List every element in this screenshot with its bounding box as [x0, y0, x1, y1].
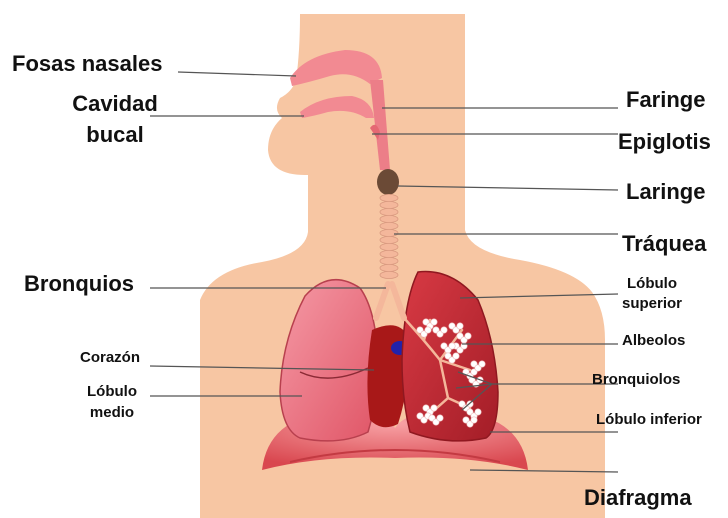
alveolus	[431, 319, 437, 325]
trachea-ring	[380, 236, 398, 243]
label-bronquiolos: Bronquiolos	[592, 372, 680, 389]
label-faringe: Faringe	[626, 88, 705, 113]
label-lobulo-superior-1: Lóbulo	[612, 276, 692, 293]
label-corazon: Corazón	[80, 350, 140, 367]
trachea-ring	[380, 222, 398, 229]
alveolus	[425, 327, 431, 333]
alveolus	[441, 327, 447, 333]
label-laringe: Laringe	[626, 180, 705, 205]
label-lobulo-inferior: Lóbulo inferior	[596, 412, 702, 429]
alveolus	[453, 353, 459, 359]
trachea-ring	[380, 257, 398, 264]
trachea-ring	[380, 250, 398, 257]
label-fosas-nasales: Fosas nasales	[12, 52, 162, 77]
label-lobulo-medio-1: Lóbulo	[84, 384, 140, 401]
trachea-ring	[380, 229, 398, 236]
label-lobulo-superior-2: superior	[612, 296, 692, 313]
trachea-ring	[380, 264, 398, 271]
trachea-ring	[380, 194, 398, 201]
trachea-ring	[380, 208, 398, 215]
trachea-ring	[380, 201, 398, 208]
alveolus	[471, 417, 477, 423]
alveolus	[475, 409, 481, 415]
alveolus	[465, 333, 471, 339]
trachea-ring	[380, 271, 398, 278]
alveolus	[437, 415, 443, 421]
alveolus	[479, 361, 485, 367]
label-cavidad: Cavidad	[68, 92, 162, 117]
label-diafragma: Diafragma	[584, 486, 692, 511]
larynx	[377, 169, 399, 195]
label-bronquios: Bronquios	[24, 272, 134, 297]
alveolus	[431, 405, 437, 411]
label-traquea: Tráquea	[622, 232, 706, 257]
trachea-ring	[380, 243, 398, 250]
trachea-ring	[380, 215, 398, 222]
alveolus	[449, 343, 455, 349]
label-lobulo-medio-2: medio	[84, 405, 140, 422]
alveolus	[457, 323, 463, 329]
label-bucal: bucal	[68, 123, 162, 148]
label-albeolos: Albeolos	[622, 333, 685, 350]
label-epiglotis: Epiglotis	[618, 130, 711, 155]
